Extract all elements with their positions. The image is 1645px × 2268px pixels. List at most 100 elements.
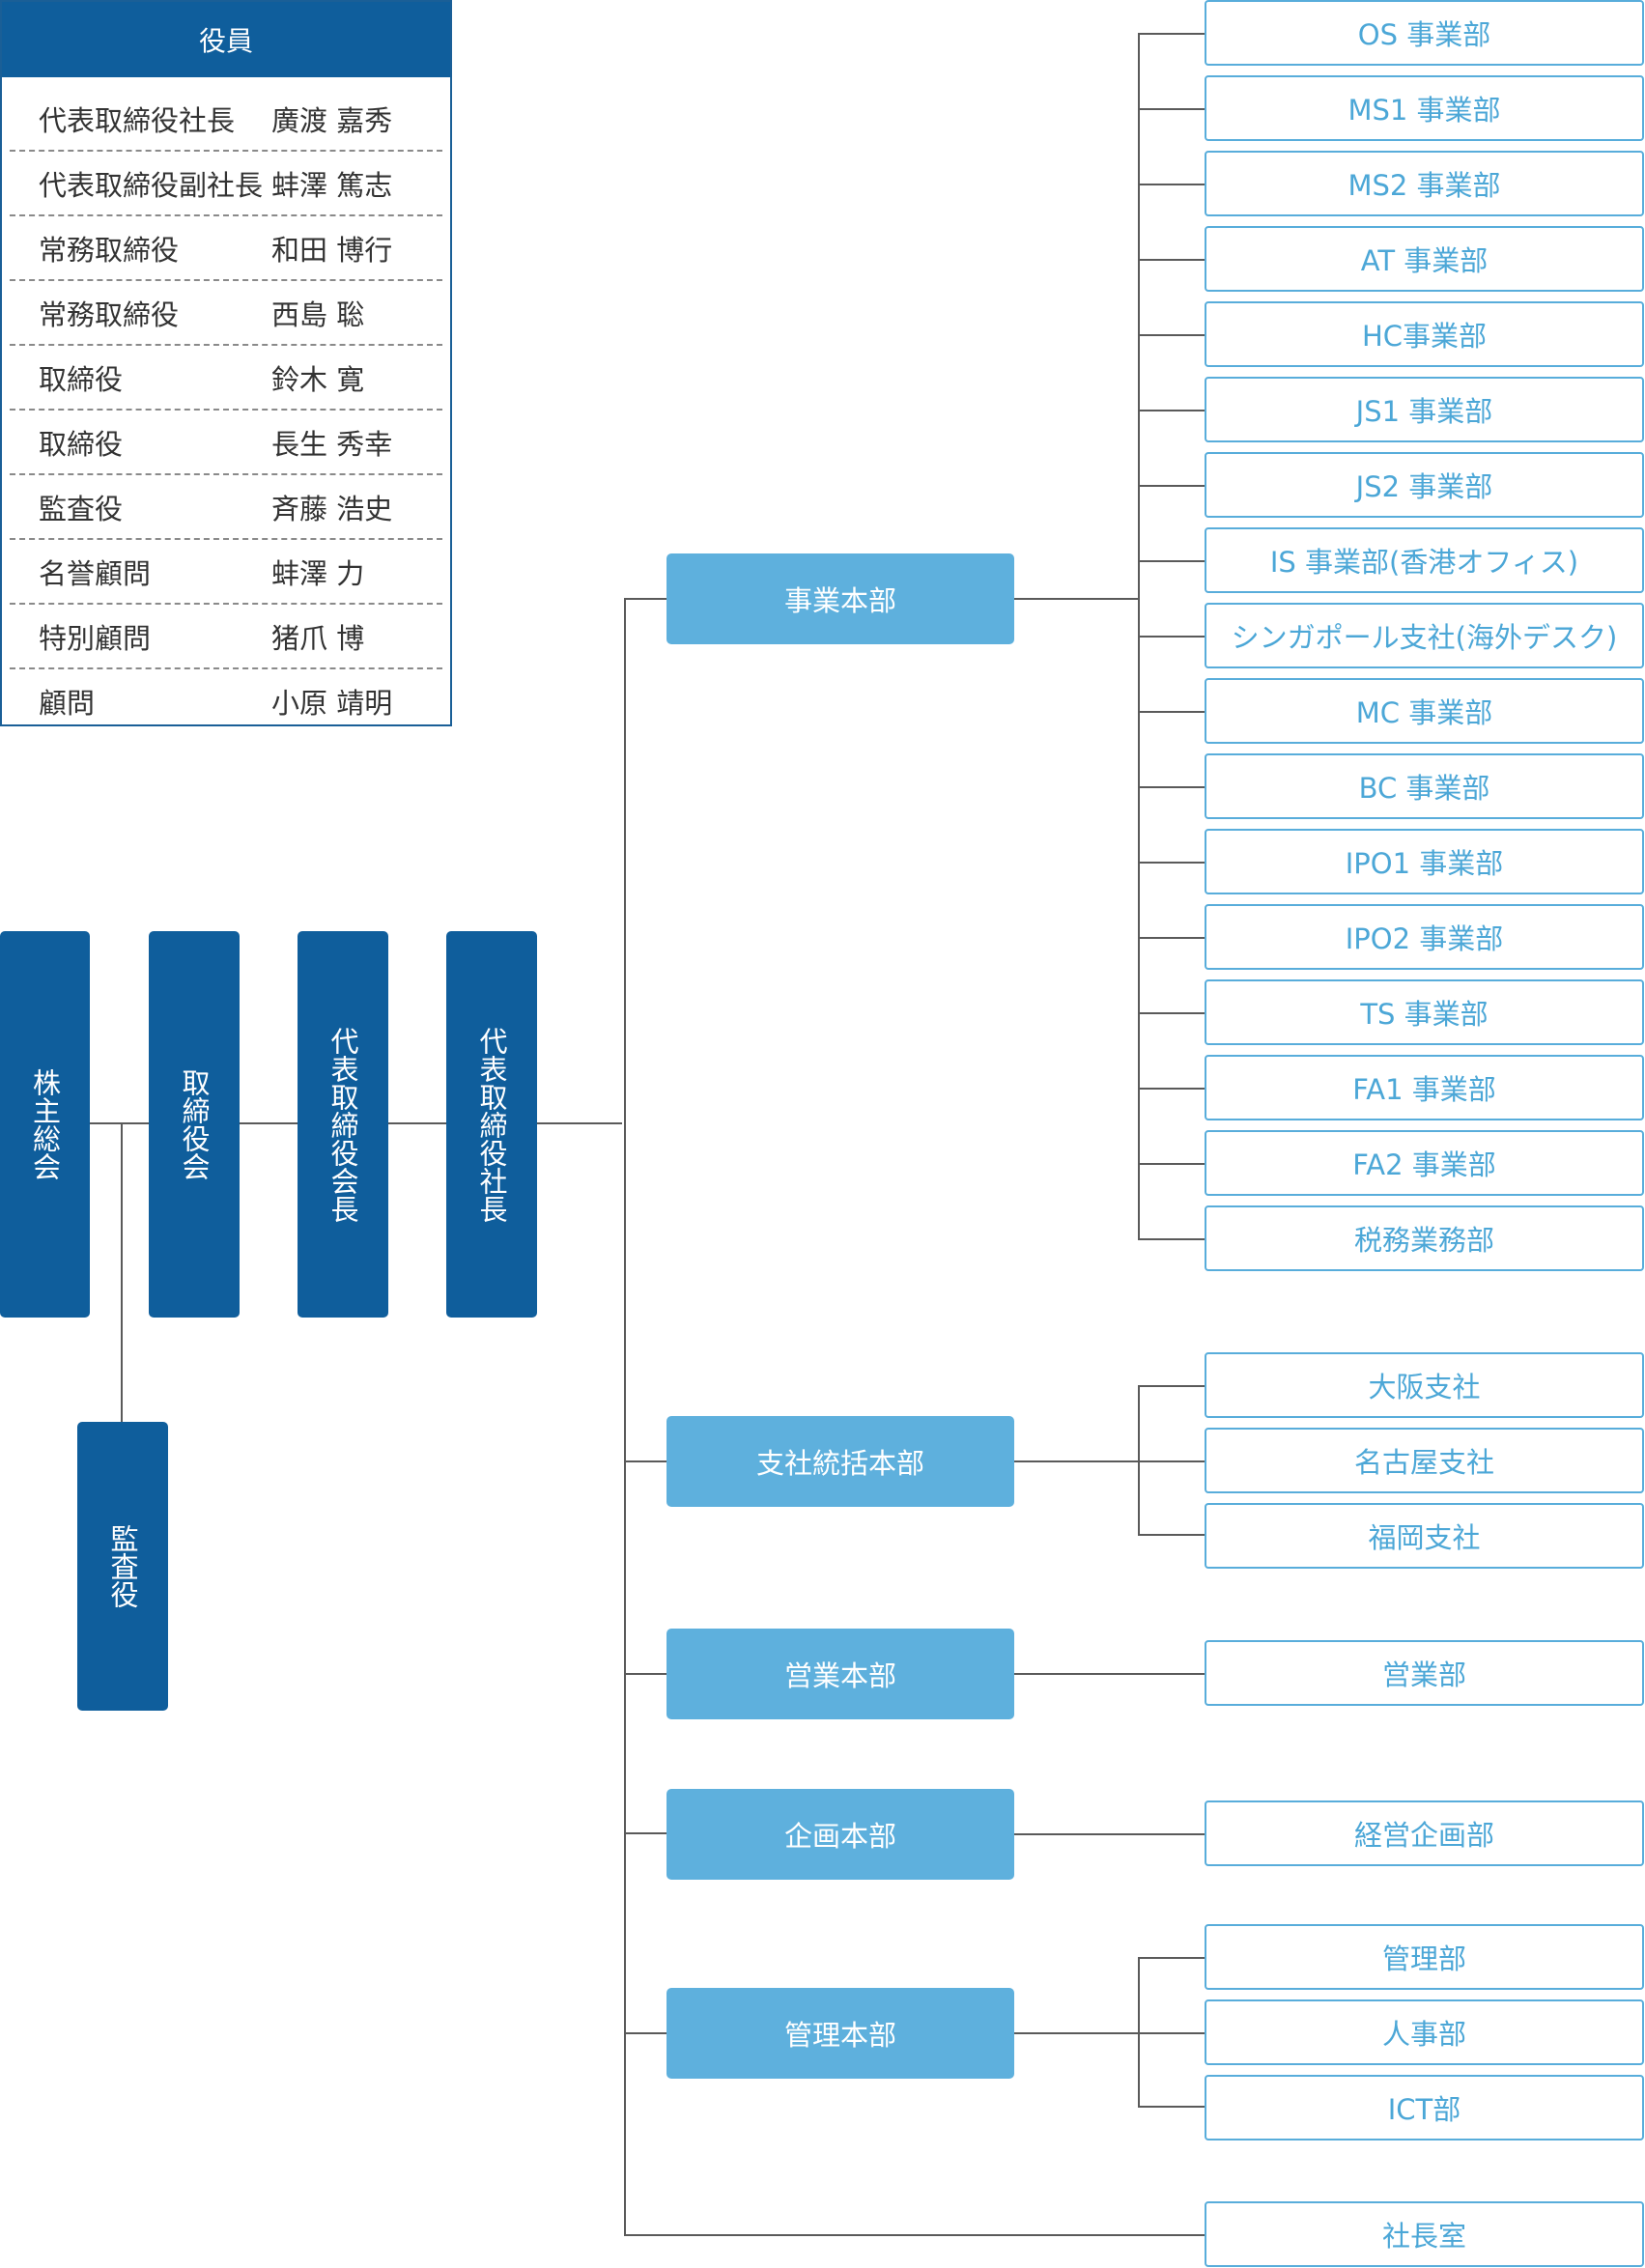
department-box: FA2 事業部 [1205, 1130, 1644, 1196]
department-box: ICT部 [1205, 2075, 1644, 2140]
connector-line [1138, 1385, 1205, 1387]
executives-rows: 代表取締役社長 廣渡 嘉秀 代表取締役副社長蚌澤 篤志 常務取締役 和田 博行 常務… [2, 77, 450, 732]
department-box: HC事業部 [1205, 301, 1644, 367]
department-box: IS 事業部(香港オフィス) [1205, 527, 1644, 593]
connector-line [1138, 259, 1205, 261]
executive-row: 特別顧問猪爪 博 [10, 605, 442, 669]
shareholders-meeting-box: 株主総会 [0, 931, 90, 1318]
connector-line [1138, 2032, 1205, 2034]
department-box: AT 事業部 [1205, 226, 1644, 292]
executive-role: 代表取締役社長 [39, 103, 236, 137]
department-box: 人事部 [1205, 1999, 1644, 2065]
connector-line [1138, 1012, 1205, 1014]
executive-row: 取締役 鈴木 寛 [10, 346, 442, 411]
department-box: MS1 事業部 [1205, 75, 1644, 141]
executive-role: 監査役 [39, 492, 124, 525]
department-box: OS 事業部 [1205, 0, 1644, 66]
executive-row: 名誉顧問 蚌澤 力 [10, 540, 442, 605]
sales-hq-box: 営業本部 [667, 1629, 1014, 1719]
branch-line [1138, 1385, 1140, 1536]
executive-row: 代表取締役副社長蚌澤 篤志 [10, 152, 442, 216]
executive-role: 取締役 [39, 427, 124, 461]
department-box: JS2 事業部 [1205, 452, 1644, 518]
executive-row: 常務取締役 和田 博行 [10, 216, 442, 281]
executive-row: 取締役 長生 秀幸 [10, 411, 442, 475]
connector-line [1138, 410, 1205, 411]
executive-row: 常務取締役 西島 聡 [10, 281, 442, 346]
connector-line [1138, 334, 1205, 336]
executives-table: 役員 代表取締役社長廣渡 嘉秀 代表取締役副社長蚌澤 篤志 常務取締役和田 博行… [0, 0, 452, 726]
connector-line [1138, 636, 1205, 638]
executive-name: 和田 博行 [271, 233, 393, 267]
connector-line [1014, 1833, 1205, 1835]
executive-name: 蚌澤 力 [271, 556, 365, 590]
connector-line [624, 1460, 667, 1462]
executive-name: 小原 靖明 [271, 686, 393, 720]
department-box: 経営企画部 [1205, 1800, 1644, 1866]
department-box: シンガポール支社(海外デスク) [1205, 603, 1644, 668]
department-box: 営業部 [1205, 1640, 1644, 1706]
connector-line [1138, 862, 1205, 864]
connector-line [1138, 33, 1205, 35]
executive-row: 顧問 小原 靖明 [10, 669, 442, 732]
connector-line [624, 1832, 667, 1834]
branch-office-box: 大阪支社 [1205, 1352, 1644, 1418]
executive-role: 常務取締役 [39, 298, 180, 331]
connector-line [624, 2234, 1205, 2236]
department-box: 管理部 [1205, 1924, 1644, 1990]
executive-name: 鈴木 寛 [271, 362, 365, 396]
connector-line [1138, 2106, 1205, 2108]
connector-line [1138, 108, 1205, 110]
department-box: BC 事業部 [1205, 753, 1644, 819]
executive-row: 監査役 斉藤 浩史 [10, 475, 442, 540]
planning-hq-box: 企画本部 [667, 1789, 1014, 1880]
admin-hq-box: 管理本部 [667, 1988, 1014, 2079]
connector-line [1138, 1534, 1205, 1536]
connector-line [1014, 1673, 1205, 1675]
executive-name: 斉藤 浩史 [271, 492, 393, 525]
auditor-box: 監査役 [77, 1422, 168, 1711]
executive-name: 蚌澤 篤志 [271, 168, 393, 202]
connector-line [1014, 2032, 1140, 2034]
department-box: MC 事業部 [1205, 678, 1644, 744]
branch-hq-box: 支社統括本部 [667, 1416, 1014, 1507]
connector-line [1138, 711, 1205, 713]
connector-line [1138, 184, 1205, 185]
department-box: TS 事業部 [1205, 979, 1644, 1045]
department-box: 税務業務部 [1205, 1205, 1644, 1271]
connector-line [1138, 786, 1205, 788]
branch-office-box: 名古屋支社 [1205, 1428, 1644, 1493]
president-box: 代表取締役社長 [446, 931, 537, 1318]
executive-role: 顧問 [39, 686, 96, 720]
executive-role: 特別顧問 [39, 621, 152, 655]
executive-name: 廣渡 嘉秀 [271, 103, 393, 137]
board-of-directors-box: 取締役会 [149, 931, 240, 1318]
connector-line [1138, 1238, 1205, 1240]
executive-name: 西島 聡 [271, 298, 365, 331]
department-box: IPO1 事業部 [1205, 829, 1644, 894]
connector-line [1138, 937, 1205, 939]
connector-line [1138, 560, 1205, 562]
connector-line [121, 1122, 123, 1422]
connector-line [1014, 1460, 1205, 1462]
connector-line [624, 1673, 667, 1675]
executive-role: 名誉顧問 [39, 556, 152, 590]
connector-line [1138, 1163, 1205, 1165]
president-office-box: 社長室 [1205, 2201, 1644, 2267]
chairman-box: 代表取締役会長 [298, 931, 388, 1318]
connector-line [1138, 1088, 1205, 1090]
department-box: JS1 事業部 [1205, 377, 1644, 442]
connector-line [624, 2032, 667, 2034]
connector-line [1014, 598, 1140, 600]
trunk-line [624, 598, 626, 2234]
connector-line [624, 598, 667, 600]
executive-role: 代表取締役副社長 [39, 168, 264, 202]
executive-role: 取締役 [39, 362, 124, 396]
branch-office-box: 福岡支社 [1205, 1503, 1644, 1569]
executive-role: 常務取締役 [39, 233, 180, 267]
executive-name: 長生 秀幸 [271, 427, 393, 461]
department-box: IPO2 事業部 [1205, 904, 1644, 970]
executive-row: 代表取締役社長 廣渡 嘉秀 [10, 87, 442, 152]
connector-line [1138, 485, 1205, 487]
department-box: FA1 事業部 [1205, 1055, 1644, 1120]
